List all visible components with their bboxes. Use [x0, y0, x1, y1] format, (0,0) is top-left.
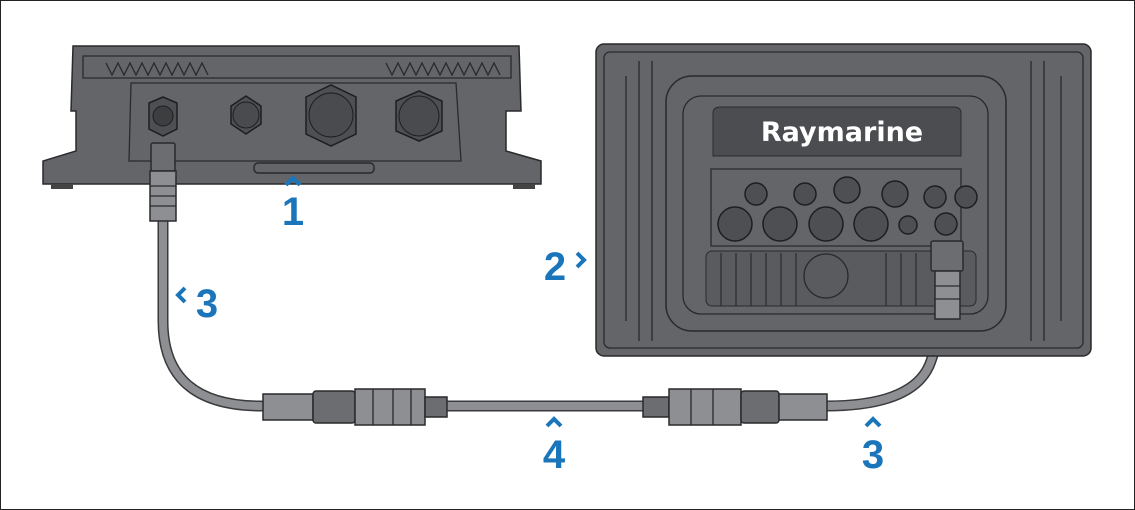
callout-1: 1: [282, 175, 304, 234]
callout-4: 4: [543, 416, 566, 477]
callout-2: 2: [544, 245, 587, 289]
svg-text:4: 4: [543, 433, 566, 477]
raymarine-logo: Raymarine: [761, 117, 923, 148]
display-2: Raymarine: [595, 43, 1092, 357]
cable-device-1: [157, 215, 267, 412]
svg-text:2: 2: [544, 245, 566, 289]
display-ports: [717, 176, 978, 242]
svg-text:3: 3: [196, 282, 218, 326]
callout-3-right: 3: [862, 416, 884, 477]
svg-text:3: 3: [862, 433, 884, 477]
callout-3-left: 3: [175, 282, 218, 326]
cable-connector-display: [930, 240, 964, 320]
svg-text:1: 1: [282, 190, 304, 234]
cable-display: [820, 310, 952, 412]
extension-connector-left: [262, 388, 448, 426]
extension-connector-right: [642, 388, 828, 426]
device-1: [42, 45, 542, 189]
cable-connector-device-1: [149, 142, 177, 222]
